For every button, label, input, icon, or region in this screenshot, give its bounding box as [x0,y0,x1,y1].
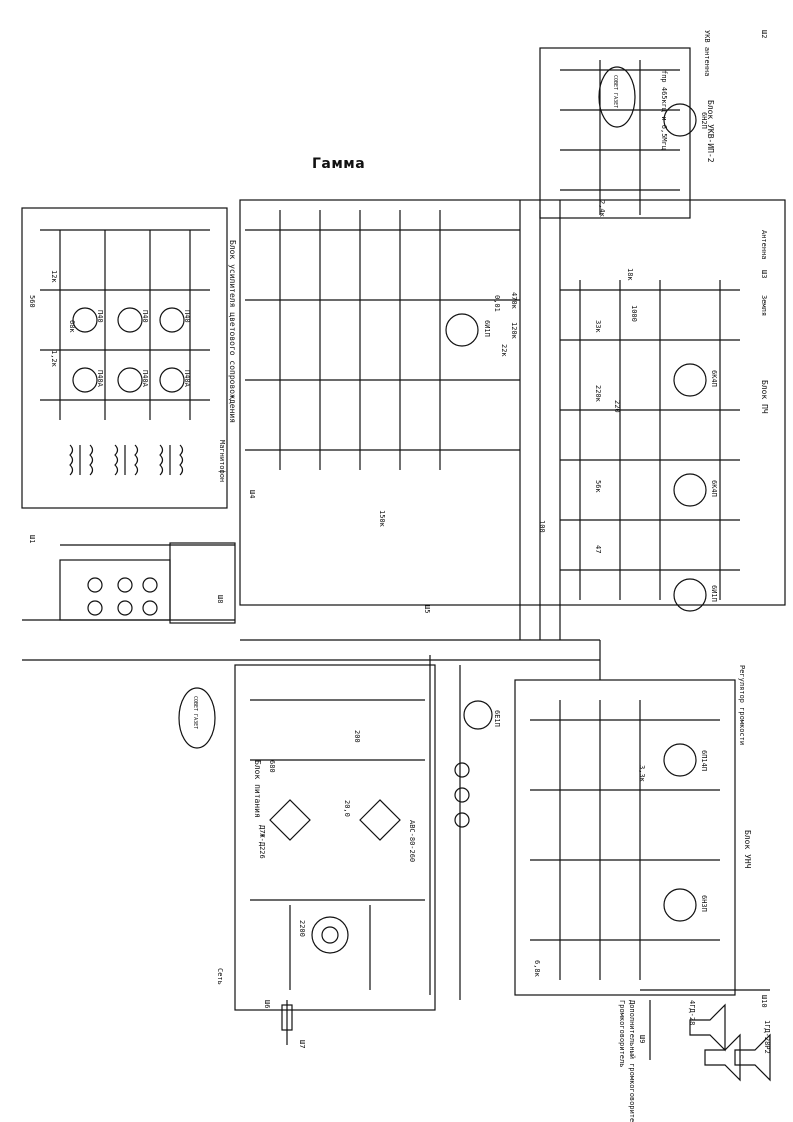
component-label: 6,8к [533,960,541,978]
pin-label: Ш3 [760,270,768,278]
stamp-text: СОВЕТ ГАЗЕТ [192,696,198,729]
component-label: 22к [500,344,508,357]
stamp-bottom [178,687,216,749]
pin-label: Ш1 [28,535,36,543]
block-power-box [234,664,436,1011]
component-label: 470к [510,292,518,310]
pin-label: Ш9 [638,1035,646,1043]
transistor-label: П40 [141,310,149,323]
extra-speaker-label: Дополнительный громкоговоритель [628,1000,636,1122]
block-power-label: Блок питания [253,760,262,818]
component-label: 3,3к [638,765,646,783]
block-ukv-label: Блок УКВ-ИП-2 [706,100,715,163]
pilot-lamps [87,577,470,828]
component-label: 0,01 [493,295,501,312]
rectifier-label: АВС-80-260 [408,820,416,862]
block-color-box [21,207,228,509]
diagram-title: Гамма [312,156,366,172]
component-label: 220к [594,385,602,403]
component-label: 33к [594,320,602,333]
stamp-top [598,66,636,128]
component-label: 56к [594,480,602,493]
transistor-label: П40 [96,310,104,323]
block-unch-label: Блок УНЧ [743,830,752,869]
tube-label: 6И1П [710,585,718,602]
tube-label: 6И1П [483,320,491,337]
component-label: 560 [28,295,36,308]
tube-label: 6Е1П [493,710,501,727]
pin-label: Ш10 [760,995,768,1008]
freq-note: fпр 465кгц и 6,5Мгц [660,70,668,150]
ukv-antenna-label: УКВ антенна [703,30,711,76]
component-label: 200 [353,730,361,743]
regulator-label: Регулятор громкости [738,665,746,745]
component-label: 47 [594,545,602,553]
pin-label: Ш5 [423,605,431,613]
component-label: 1,2к [50,350,58,368]
component-label: 220 [613,400,621,413]
tube-label: 6Н3П [700,895,708,912]
block-unch-box [514,679,736,996]
antenna-label: Антенна [760,230,768,260]
pin-label: Ш4 [248,490,256,498]
component-label: 68к [68,320,76,333]
pin-label: Ш2 [760,30,768,38]
block-pch-label: Блок ПЧ [760,380,769,414]
block-color-label: Блок усилителя цветового сопровождения [228,240,237,423]
stamp-text: СОВЕТ ГАЗЕТ [612,75,618,108]
magnetophone-label: Магнитофон [218,440,226,482]
speaker-type-label: 1ГД-28Р2 [763,1020,771,1054]
block-pch-box [239,199,786,606]
tube-label: 6Н2П [700,112,708,129]
rectifier-label: Д7Ж-Д226 [258,825,266,859]
tube-label: 6К4П [710,480,718,497]
component-label: 2200 [298,920,306,937]
component-label: 2,4к [598,200,606,218]
transistor-label: П40А [141,370,149,388]
component-label: 100 [538,520,546,533]
speaker-label: Громкоговоритель [618,1000,626,1067]
ground-label: Земля [760,295,768,316]
magnetophone-box [169,542,236,624]
pin-label: Ш6 [263,1000,271,1008]
tube-label: 6К4П [710,370,718,387]
component-label: 150к [378,510,386,528]
component-label: 680 [268,760,276,773]
component-label: 120к [510,322,518,340]
transistor-label: П40А [96,370,104,388]
pin-label: Ш8 [216,595,224,603]
component-label: 12к [50,270,58,283]
component-label: 18к [626,268,634,281]
network-label: Сеть [216,968,224,985]
transistor-label: П40 [183,310,191,323]
transistor-label: П40А [183,370,191,388]
lamps-box [59,559,171,621]
component-label: 1000 [630,305,638,322]
pin-label: Ш7 [298,1040,306,1048]
component-label: 20,0 [343,800,351,817]
tube-label: 6П14П [700,750,708,771]
speaker-type2-label: 4ГД-28 [688,1000,696,1025]
